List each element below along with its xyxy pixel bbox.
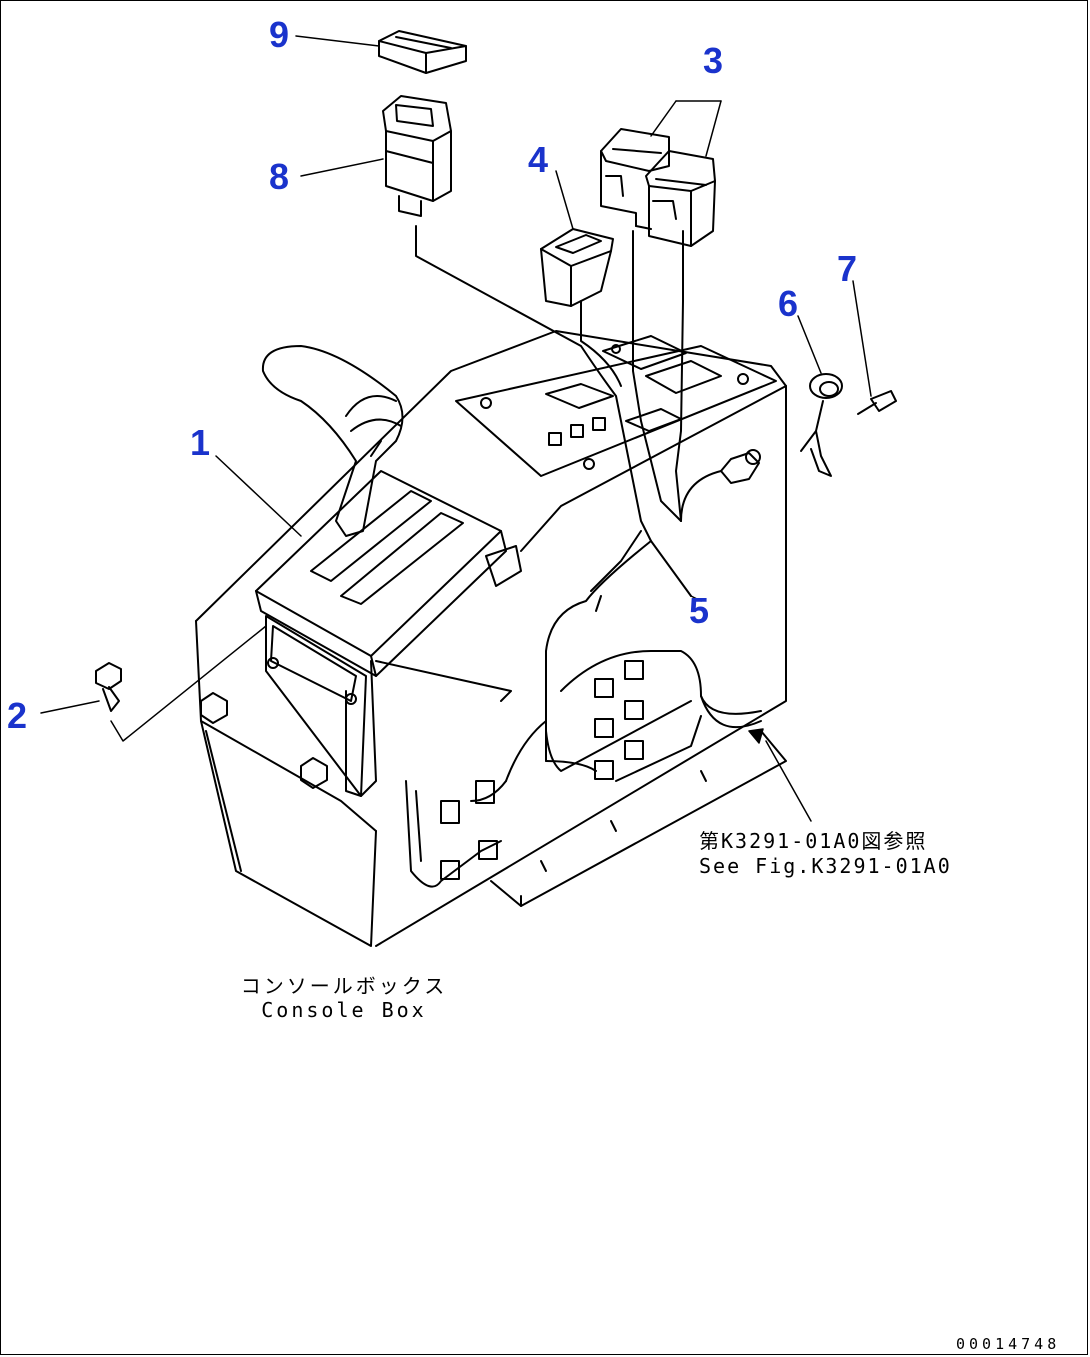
console-caption-jp: コンソールボックス [240,974,448,998]
shift-lever-assembly [255,345,522,797]
callout-6: 6 [778,283,799,324]
wiring-harness [405,225,762,888]
console-caption: コンソールボックス Console Box [239,974,449,1022]
screw-item2 [95,662,122,712]
figure-reference-jp: 第K3291-01A0図参照 [699,829,928,853]
console-caption-en: Console Box [261,998,427,1022]
leader-lines [40,35,872,822]
rocker-switch-single [382,95,452,217]
callout-2: 2 [7,695,28,736]
drawing-number: 00014748 [956,1335,1061,1353]
socket-cap-chain [800,373,897,477]
callout-9: 9 [269,14,290,55]
rocker-switch-small [540,228,614,307]
callout-8: 8 [269,156,290,197]
figure-reference: 第K3291-01A0図参照 See Fig.K3291-01A0 [699,829,952,879]
rocker-switch-pair [600,128,716,247]
console-box-body [195,330,787,947]
callout-3: 3 [703,40,724,81]
figure-reference-en: See Fig.K3291-01A0 [699,854,952,878]
callout-7: 7 [837,248,858,289]
callout-5: 5 [689,590,710,631]
switch-cap [378,30,467,74]
callout-1: 1 [190,422,211,463]
mounting-bolts [200,692,328,789]
callout-4: 4 [528,139,549,180]
